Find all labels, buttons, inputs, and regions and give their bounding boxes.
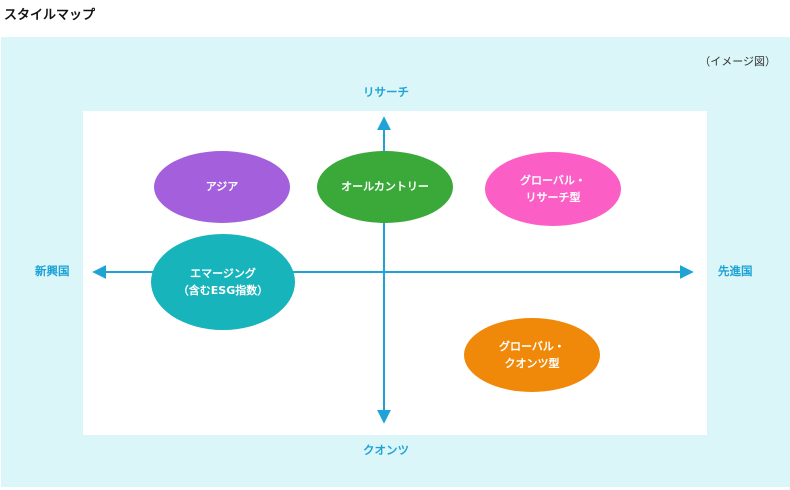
- bubble-all-country: オールカントリー: [317, 151, 453, 223]
- axis-label-developed-markets: 先進国: [718, 264, 753, 278]
- bubble-all-country-line-1: オールカントリー: [341, 180, 429, 194]
- bubble-global-research-line-1: グローバル・: [520, 173, 586, 187]
- style-map-panel: （イメージ図） リサーチ クオンツ 新興国 先進国 アジア オールカントリー グ…: [1, 37, 790, 487]
- axis-label-research: リサーチ: [363, 85, 409, 99]
- bubble-asia: アジア: [154, 151, 290, 223]
- axes: [92, 116, 694, 424]
- bubble-emerging-line-1: エマージング: [190, 266, 256, 280]
- bubble-asia-line-1: アジア: [205, 180, 239, 194]
- bubble-global-quants-line-1: グローバル・: [499, 339, 565, 353]
- bubble-global-research-line-2: リサーチ型: [525, 191, 581, 204]
- bubble-global-quants: グローバル・ クオンツ型: [464, 318, 600, 392]
- image-note: （イメージ図）: [699, 55, 776, 68]
- bubble-global-research: グローバル・ リサーチ型: [485, 152, 621, 226]
- bubble-emerging-line-2: （含むESG指数）: [177, 284, 269, 297]
- bubble-global-quants-line-2: クオンツ型: [504, 357, 560, 370]
- page-title: スタイルマップ: [4, 8, 96, 23]
- bubble-emerging: エマージング （含むESG指数）: [151, 234, 295, 330]
- axis-label-emerging-markets: 新興国: [35, 264, 70, 278]
- axis-label-quants: クオンツ: [363, 443, 409, 457]
